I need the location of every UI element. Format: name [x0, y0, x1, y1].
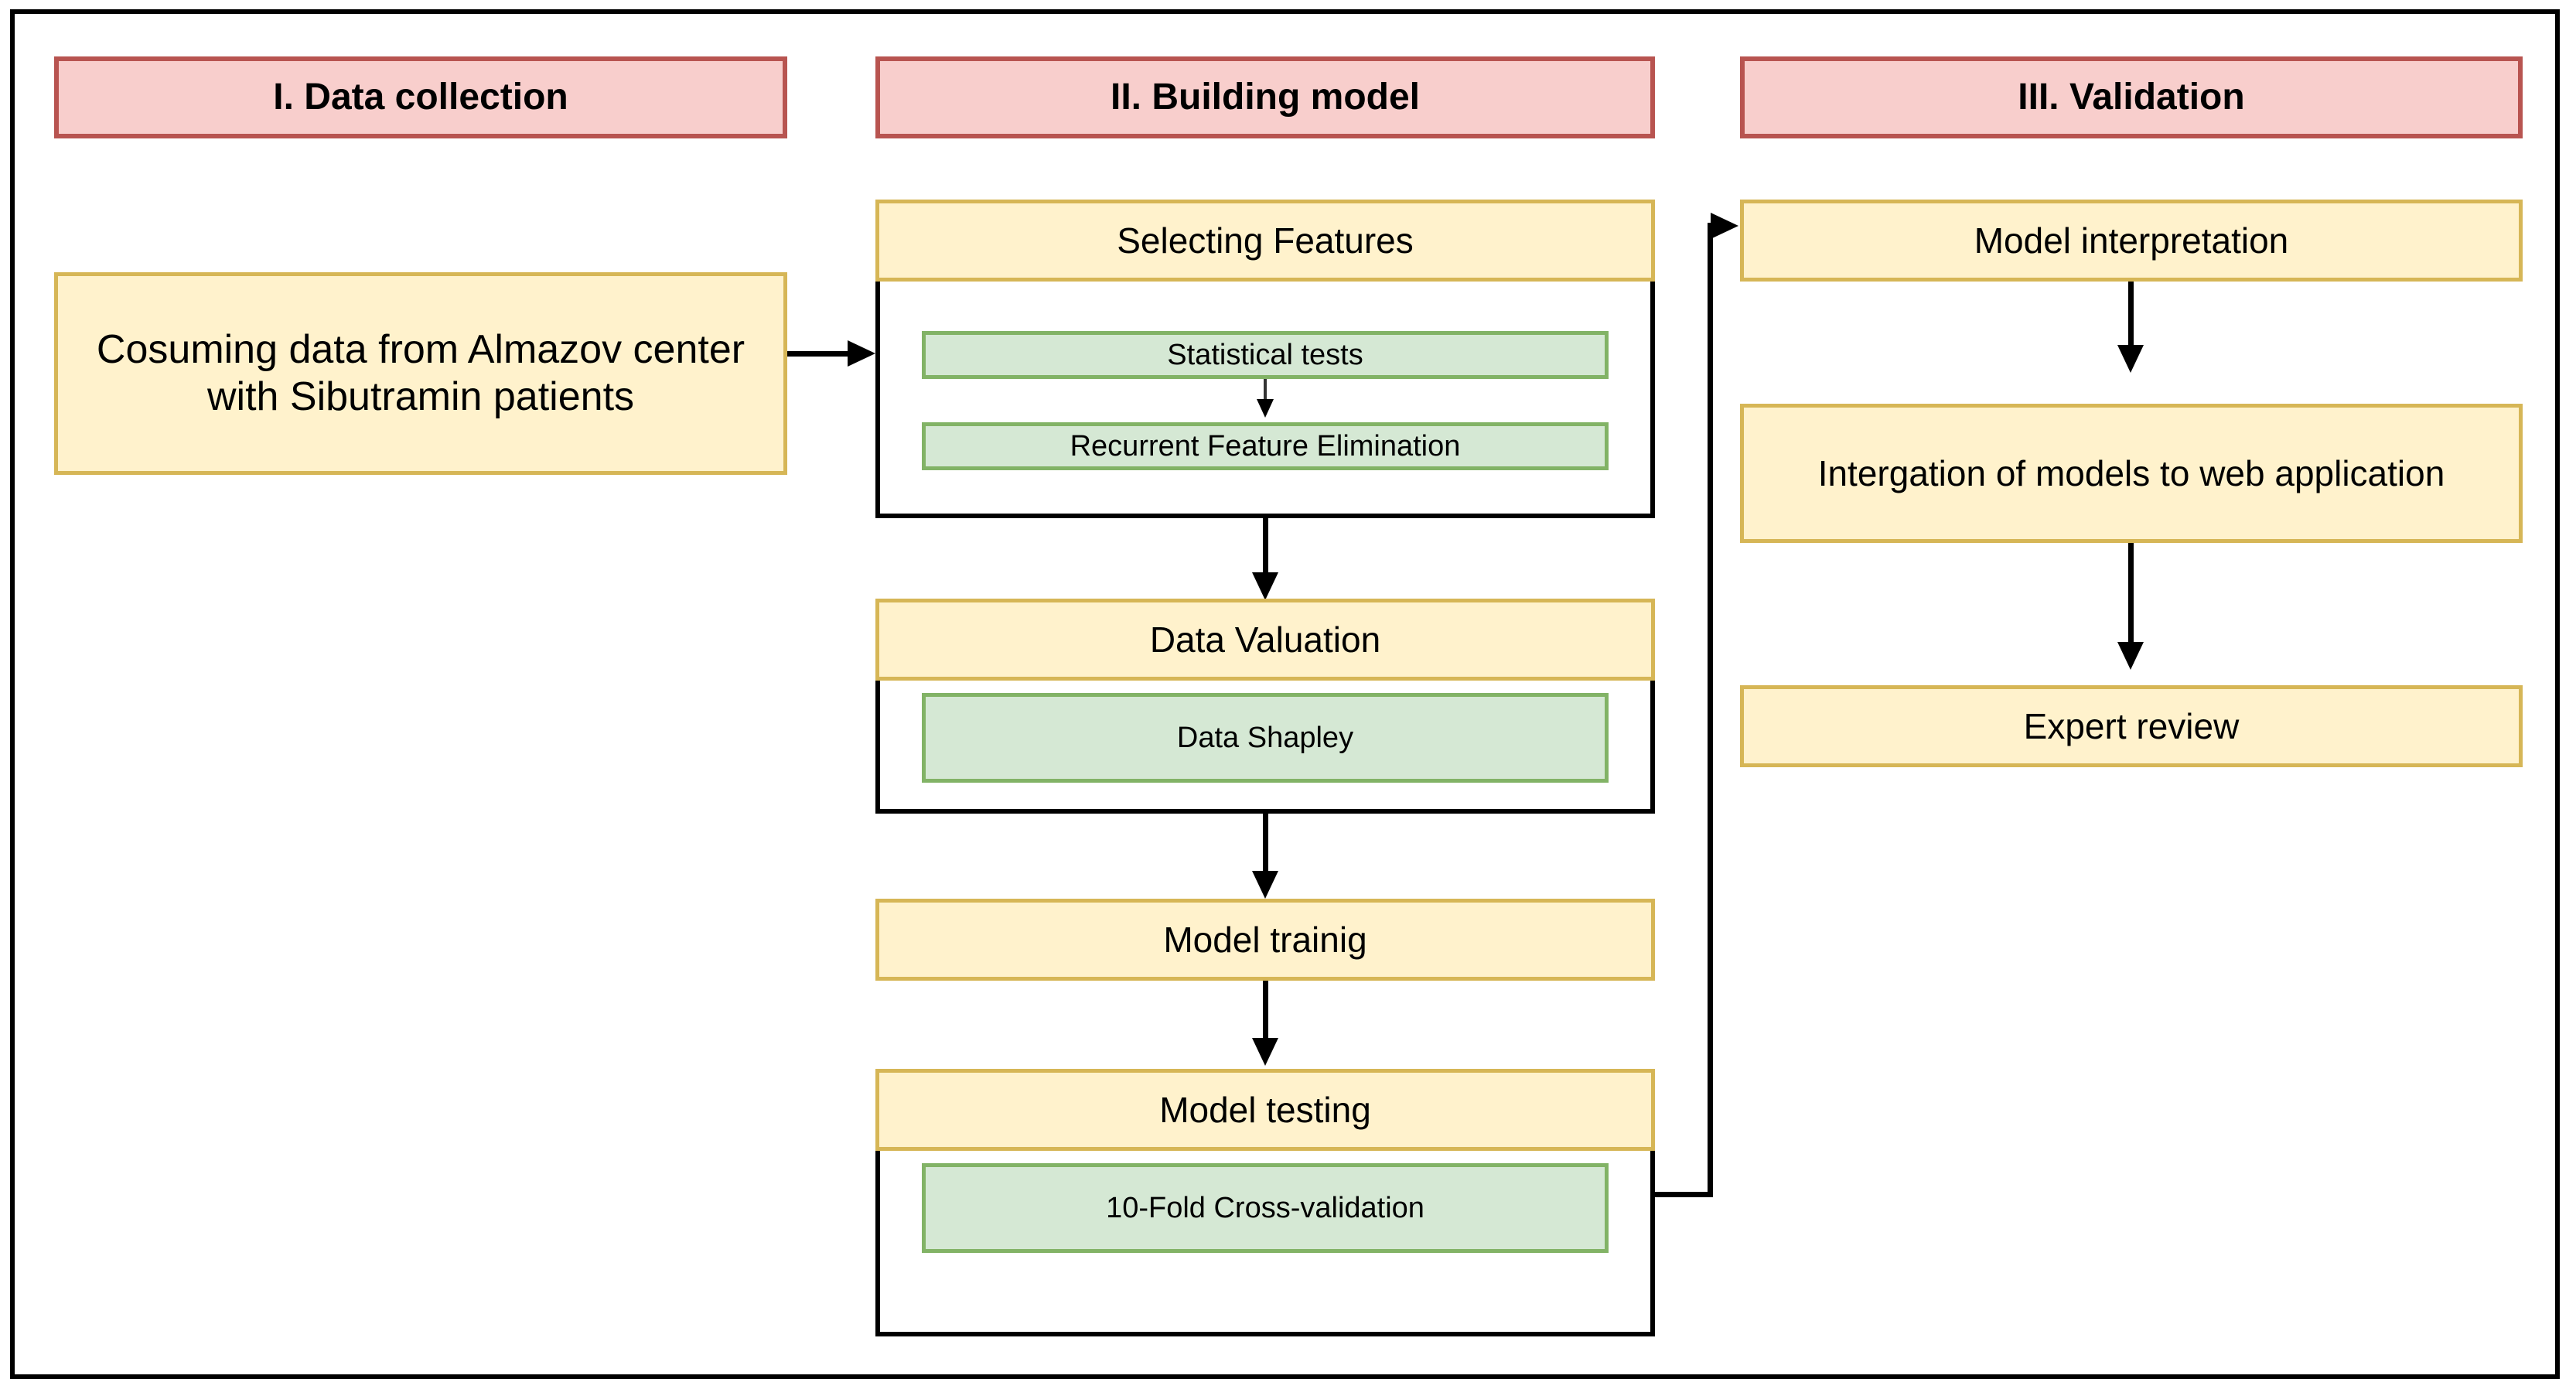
group-selecting-features: [875, 282, 1655, 518]
node-label: Data Valuation: [1149, 619, 1381, 660]
edge-training-to-testing-line: [1263, 981, 1268, 1058]
node-label: Statistical tests: [1167, 338, 1363, 371]
node-label: Model trainig: [1163, 919, 1367, 960]
edge-selecting-to-valuation-arrowhead: [1252, 572, 1278, 600]
phase-header-building-model: II. Building model: [875, 56, 1655, 138]
node-label: Model interpretation: [1974, 220, 2289, 261]
edge-stat-to-rfe-arrowhead: [1257, 399, 1274, 418]
node-data-shapley: Data Shapley: [922, 693, 1609, 783]
edge-interpretation-to-integration-line: [2128, 282, 2134, 365]
edge-testing-to-interpretation-arrowhead: [1711, 213, 1738, 239]
node-selecting-features: Selecting Features: [875, 200, 1655, 282]
node-label: Recurrent Feature Elimination: [1070, 429, 1461, 462]
edge-training-to-testing-arrowhead: [1252, 1038, 1278, 1066]
edge-consuming-to-selecting-arrowhead: [848, 340, 875, 367]
node-model-interpretation: Model interpretation: [1740, 200, 2523, 282]
edge-testing-to-interpretation-vertical: [1708, 223, 1713, 1197]
node-label: Model testing: [1159, 1089, 1371, 1130]
node-label: Data Shapley: [1176, 721, 1354, 754]
node-label: 10-Fold Cross-validation: [1106, 1191, 1424, 1224]
phase-header-label: I. Data collection: [273, 76, 568, 118]
edge-integration-to-expert-arrowhead: [2117, 642, 2144, 670]
node-consuming-data: Cosuming data from Almazov center with S…: [54, 272, 787, 475]
edge-valuation-to-training-arrowhead: [1252, 871, 1278, 899]
node-recurrent-feature-elimination: Recurrent Feature Elimination: [922, 422, 1609, 470]
node-label: Intergation of models to web application: [1817, 452, 2445, 493]
node-integration-web-app: Intergation of models to web application: [1740, 404, 2523, 543]
node-label: Selecting Features: [1117, 220, 1414, 261]
edge-interpretation-to-integration-arrowhead: [2117, 345, 2144, 373]
edge-valuation-to-training-line: [1263, 814, 1268, 888]
node-data-valuation: Data Valuation: [875, 599, 1655, 681]
phase-header-validation: III. Validation: [1740, 56, 2523, 138]
phase-header-data-collection: I. Data collection: [54, 56, 787, 138]
node-label: Expert review: [2023, 705, 2240, 746]
diagram-outer-frame: [10, 9, 2560, 1379]
edge-testing-to-interpretation-horizontal-bottom: [1655, 1192, 1713, 1197]
phase-header-label: II. Building model: [1111, 76, 1420, 118]
edge-integration-to-expert-line: [2128, 543, 2134, 664]
edge-stat-to-rfe-line: [1264, 379, 1267, 408]
node-model-training: Model trainig: [875, 899, 1655, 981]
node-label: Cosuming data from Almazov center with S…: [96, 326, 746, 419]
edge-selecting-to-valuation-line: [1263, 518, 1268, 586]
node-expert-review: Expert review: [1740, 685, 2523, 767]
phase-header-label: III. Validation: [2018, 76, 2245, 118]
node-statistical-tests: Statistical tests: [922, 331, 1609, 379]
edge-consuming-to-selecting-line: [787, 351, 851, 357]
node-cross-validation: 10-Fold Cross-validation: [922, 1163, 1609, 1253]
node-model-testing: Model testing: [875, 1069, 1655, 1151]
